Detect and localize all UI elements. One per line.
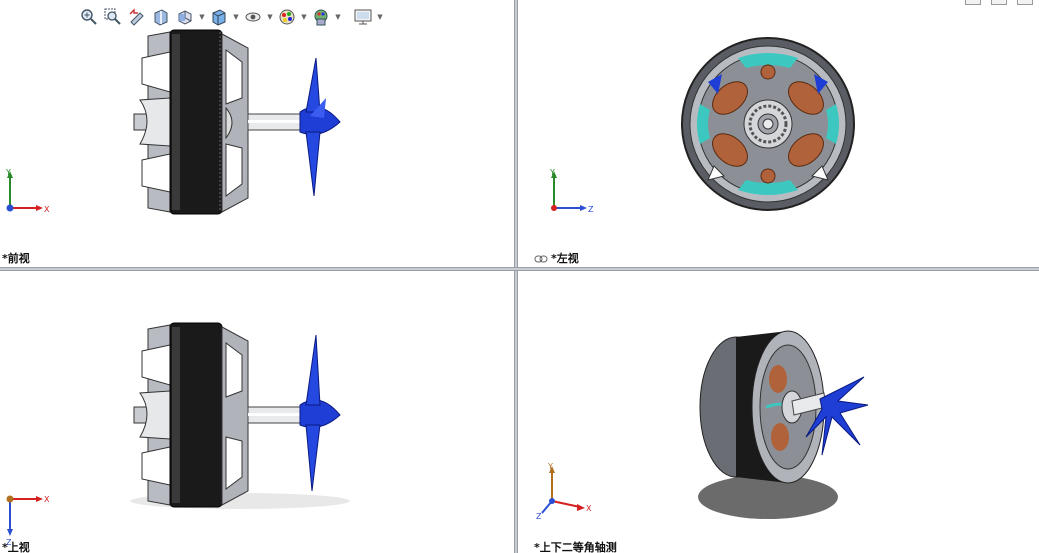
motor-model-isometric[interactable] — [688, 327, 878, 527]
coordinate-triad-left: Y Z — [549, 168, 594, 214]
coordinate-triad-front: Y X — [5, 168, 50, 214]
edit-appearance-icon[interactable] — [276, 6, 298, 28]
axis-label-z: Z — [588, 205, 594, 214]
viewport-left[interactable]: Y Z *左视 — [518, 0, 1039, 267]
axis-label-z: Z — [6, 538, 12, 547]
restore-icon[interactable] — [991, 0, 1007, 5]
display-style-icon[interactable] — [208, 6, 230, 28]
viewport-isometric[interactable]: Y X Z *上下二等角轴测 — [518, 271, 1039, 553]
view-orientation-icon[interactable] — [174, 6, 196, 28]
section-view-icon[interactable] — [150, 6, 172, 28]
zoom-area-icon[interactable] — [102, 6, 124, 28]
motor-model-front[interactable] — [120, 28, 360, 220]
hide-show-items-icon[interactable] — [242, 6, 264, 28]
link-views-icon[interactable] — [534, 255, 548, 263]
previous-view-icon[interactable] — [126, 6, 148, 28]
apply-scene-icon[interactable] — [310, 6, 332, 28]
viewport-front[interactable]: ▼ ▼ ▼ ▼ ▼ ▼ — [0, 0, 514, 267]
minimize-icon[interactable] — [965, 0, 981, 5]
heads-up-view-toolbar: ▼ ▼ ▼ ▼ ▼ ▼ — [78, 4, 384, 30]
chevron-down-icon[interactable]: ▼ — [199, 13, 205, 21]
zoom-to-fit-icon[interactable] — [78, 6, 100, 28]
coordinate-triad-isometric: Y X Z — [536, 462, 592, 521]
chevron-down-icon[interactable]: ▼ — [377, 13, 383, 21]
viewport-top[interactable]: X Z *上视 — [0, 271, 514, 553]
axis-label-y: Y — [5, 168, 11, 177]
viewport-label-top: *上视 — [2, 541, 30, 553]
chevron-down-icon[interactable]: ▼ — [335, 13, 341, 21]
chevron-down-icon[interactable]: ▼ — [267, 13, 273, 21]
axis-label-z: Z — [536, 512, 542, 521]
viewport-label-left: *左视 — [534, 250, 579, 266]
axis-label-y: Y — [547, 462, 553, 471]
view-settings-icon[interactable] — [352, 6, 374, 28]
chevron-down-icon[interactable]: ▼ — [301, 13, 307, 21]
motor-model-top[interactable] — [120, 321, 360, 513]
viewport-splitter-vertical[interactable] — [514, 0, 518, 553]
motor-model-left[interactable] — [678, 34, 858, 214]
axis-label-y: Y — [549, 168, 555, 177]
axis-label-x: X — [586, 504, 592, 513]
viewport-splitter-horizontal[interactable] — [0, 267, 1039, 271]
viewport-label-text: *左视 — [551, 252, 579, 265]
viewport-label-front: *前视 — [2, 252, 30, 265]
coordinate-triad-top: X Z — [6, 495, 50, 547]
axis-label-x: X — [44, 495, 50, 504]
close-icon[interactable] — [1017, 0, 1033, 5]
chevron-down-icon[interactable]: ▼ — [233, 13, 239, 21]
axis-label-x: X — [44, 205, 50, 214]
viewport-window-controls — [965, 0, 1033, 5]
viewport-label-isometric: *上下二等角轴测 — [534, 541, 617, 553]
